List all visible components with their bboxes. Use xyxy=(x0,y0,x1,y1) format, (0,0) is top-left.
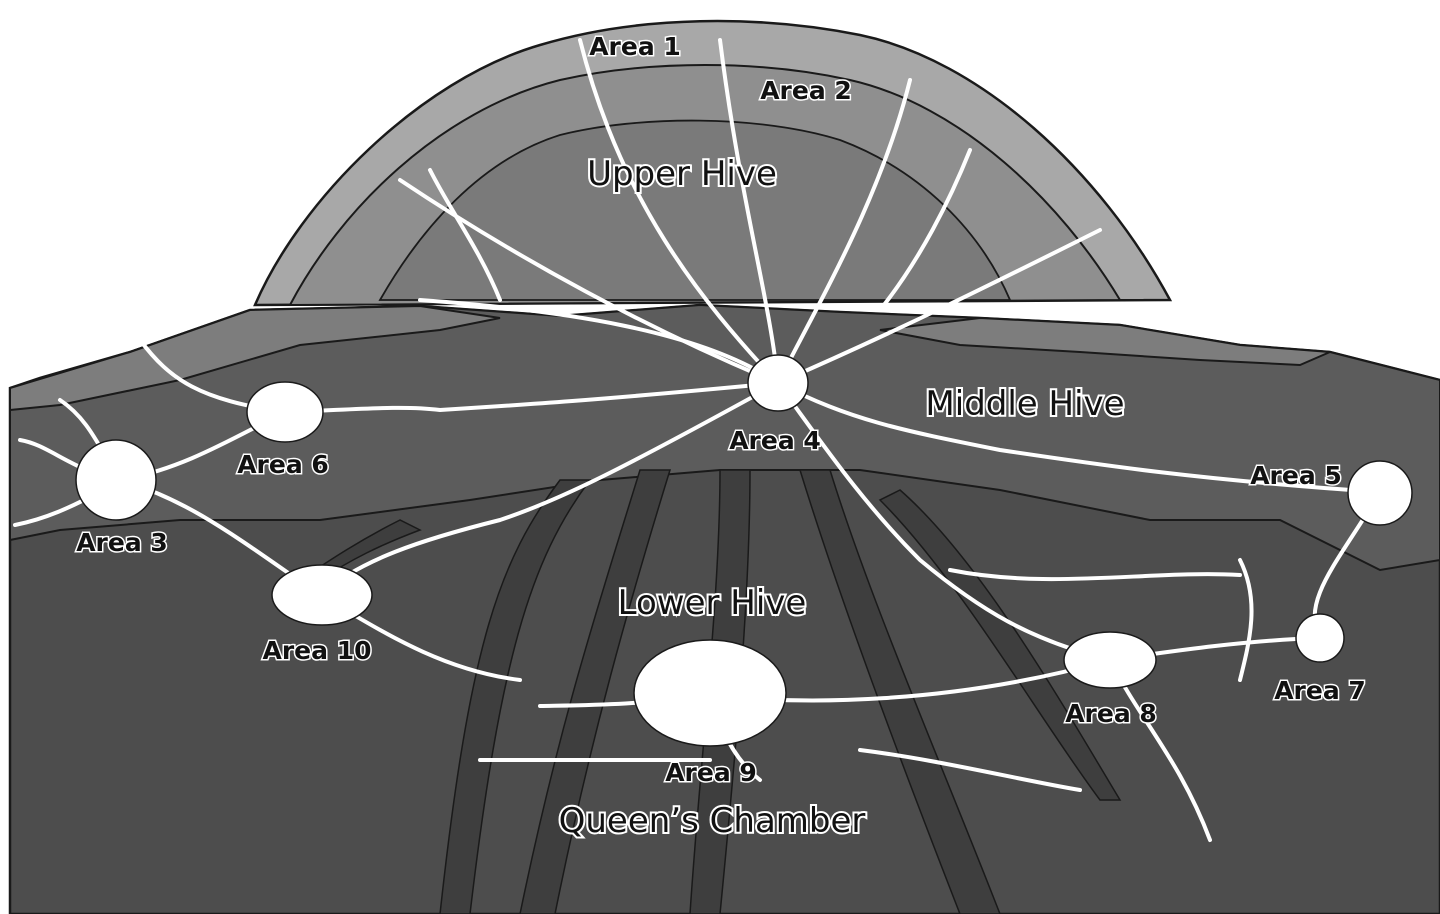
zone-label-middle: Middle Hive xyxy=(925,384,1124,424)
area-label-3: Area 3 xyxy=(76,528,168,557)
area-label-1: Area 1 xyxy=(589,32,681,61)
chamber-area9[interactable] xyxy=(634,640,786,746)
area-label-6: Area 6 xyxy=(237,450,329,479)
zone-label-lower: Lower Hive xyxy=(618,583,807,623)
area-label-7: Area 7 xyxy=(1274,676,1366,705)
zone-label-upper: Upper Hive xyxy=(587,154,777,194)
chamber-area4[interactable] xyxy=(748,355,808,411)
chamber-area5[interactable] xyxy=(1348,461,1412,525)
area-label-10: Area 10 xyxy=(263,636,372,665)
area-label-8: Area 8 xyxy=(1065,699,1157,728)
area-label-2: Area 2 xyxy=(760,76,852,105)
chamber-area10[interactable] xyxy=(272,565,372,625)
chamber-area8[interactable] xyxy=(1064,632,1156,688)
area-label-9: Area 9 xyxy=(665,758,757,787)
chamber-area7[interactable] xyxy=(1296,614,1344,662)
chamber-area3[interactable] xyxy=(76,440,156,520)
chamber-area6[interactable] xyxy=(247,382,323,442)
zone-label-queen: Queen’s Chamber xyxy=(559,801,866,841)
area-label-4: Area 4 xyxy=(729,426,821,455)
area-label-5: Area 5 xyxy=(1250,461,1342,490)
